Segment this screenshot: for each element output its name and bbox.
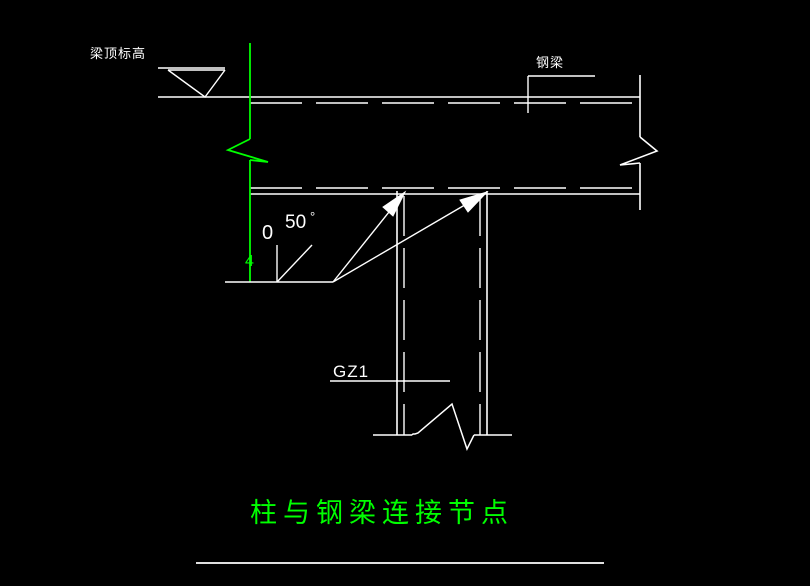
weld-root-symbol: 0 <box>262 222 274 244</box>
weld-size-symbol: 4 <box>245 253 254 270</box>
weld-angle-value: 50 <box>285 212 307 233</box>
column-label-gz1: GZ1 <box>333 362 370 381</box>
steel-beam-label: 钢梁 <box>536 56 565 71</box>
column-centerline-break-symbol <box>225 138 269 163</box>
weld-arrow-1-head <box>382 190 407 217</box>
beam-right-break-symbol <box>619 136 659 166</box>
weld-arrow-2-line <box>332 191 488 283</box>
column-bottom-break-symbol <box>411 402 475 451</box>
weld-bevel-diagonal-line <box>276 244 313 283</box>
weld-angle-degree-icon: ° <box>310 209 316 224</box>
elevation-triangle-symbol <box>167 69 226 98</box>
beam-top-elevation-label: 梁顶标高 <box>90 47 147 62</box>
drawing-title: 柱与钢梁连接节点 <box>250 498 514 529</box>
weld-arrow-2-head <box>459 190 489 213</box>
